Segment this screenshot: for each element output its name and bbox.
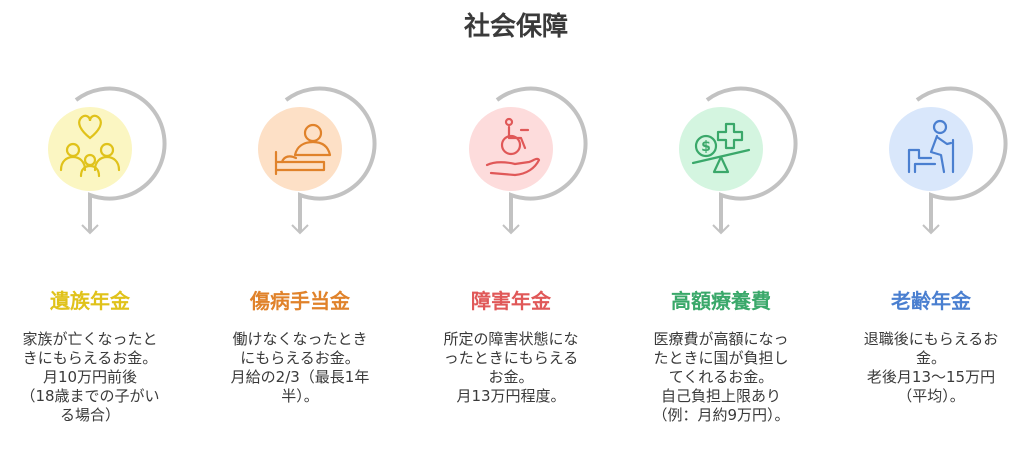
sick-bed-icon [274, 123, 332, 176]
arc-connector [74, 86, 167, 232]
medical-cost-scale-icon: $ [691, 122, 751, 174]
item-high-cost-medical: $ 高額療養費 医療費が高額になっ たときに国が負担し てくれるお金。 自己負担… [621, 0, 821, 456]
arrow-down-icon [291, 224, 309, 235]
item-graphic [889, 86, 1008, 235]
icon-circle-bg [48, 107, 132, 191]
arrow-down-icon [922, 224, 940, 235]
arc-connector [495, 86, 588, 232]
item-name: 老齢年金 [891, 289, 971, 313]
arrow-down-icon [712, 224, 730, 235]
icon-circle-bg [679, 107, 763, 191]
arc-connector [284, 86, 377, 232]
arrow-down-icon [81, 224, 99, 235]
item-name: 高額療養費 [671, 289, 771, 313]
item-description: 所定の障害状態にな ったときにもらえる お金。 月13万円程度。 [443, 330, 579, 405]
arc-connector [915, 86, 1008, 232]
item-description: 家族が亡くなったと きにもらえるお金。 月10万円前後 （18歳までの子がい る… [20, 330, 160, 424]
elderly-person-icon [907, 119, 955, 174]
item-sickness-benefit: 傷病手当金 働けなくなったとき にもらえるお金。 月給の2/3（最長1年 半）。 [200, 0, 400, 456]
item-description: 医療費が高額になっ たときに国が負担し てくれるお金。 自己負担上限あり （例：… [652, 330, 790, 424]
item-disability-pension: 障害年金 所定の障害状態にな ったときにもらえる お金。 月13万円程度。 [411, 0, 611, 456]
diagram-title: 社会保障 [463, 12, 568, 42]
item-description: 退職後にもらえるお 金。 老後月13〜15万円 （平均）。 [863, 330, 999, 405]
arc-connector [705, 86, 798, 232]
family-heart-icon [59, 114, 121, 178]
svg-text:$: $ [701, 139, 711, 155]
item-old-age-pension: 老齢年金 退職後にもらえるお 金。 老後月13〜15万円 （平均）。 [831, 0, 1031, 456]
item-graphic [469, 86, 588, 235]
item-name: 傷病手当金 [250, 289, 350, 313]
item-name: 障害年金 [471, 289, 551, 313]
item-survivor-pension: 遺族年金 家族が亡くなったと きにもらえるお金。 月10万円前後 （18歳までの… [0, 0, 190, 456]
item-graphic: $ [679, 86, 798, 235]
item-name: 遺族年金 [50, 289, 130, 313]
item-graphic [48, 86, 167, 235]
item-graphic [258, 86, 377, 235]
item-description: 働けなくなったとき にもらえるお金。 月給の2/3（最長1年 半）。 [230, 330, 370, 405]
icon-circle-bg [258, 107, 342, 191]
arrow-down-icon [502, 224, 520, 235]
wheelchair-hand-icon [485, 117, 541, 177]
